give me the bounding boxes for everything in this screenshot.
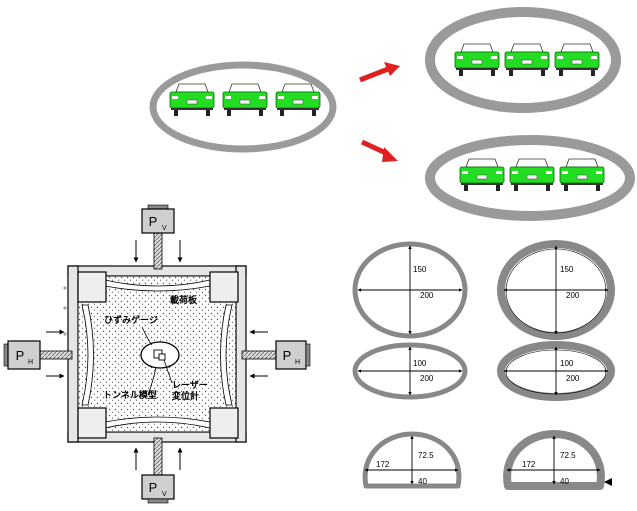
car-icon bbox=[169, 83, 215, 117]
laser-gauge-icon bbox=[153, 349, 166, 361]
svg-text:200: 200 bbox=[566, 291, 580, 300]
car-group-original bbox=[149, 61, 337, 153]
actuator-pv-top: P V bbox=[141, 204, 175, 234]
svg-text:150: 150 bbox=[560, 265, 574, 274]
svg-text:P: P bbox=[283, 348, 292, 363]
svg-text:172: 172 bbox=[376, 460, 390, 469]
pointer-triangle-icon bbox=[604, 478, 612, 486]
svg-text:150: 150 bbox=[413, 265, 427, 274]
svg-text:V: V bbox=[162, 225, 167, 232]
svg-text:72.5: 72.5 bbox=[560, 451, 576, 460]
actuator-ph-left: P H bbox=[3, 340, 41, 370]
loading-apparatus: P V P V P H P H bbox=[3, 204, 311, 504]
car-icon bbox=[459, 158, 505, 192]
section-ellipse-100-varied: 100 200 bbox=[497, 341, 615, 401]
car-icon bbox=[454, 43, 500, 77]
svg-text:P: P bbox=[149, 480, 158, 495]
car-icon bbox=[554, 43, 600, 77]
svg-text:200: 200 bbox=[566, 374, 580, 383]
svg-text:100: 100 bbox=[560, 359, 574, 368]
red-arrow-lower bbox=[360, 139, 398, 162]
section-ellipse-150-varied: 150 200 bbox=[497, 240, 615, 340]
label-loading-plate: 載荷板 bbox=[170, 294, 198, 305]
section-ellipse-100-uniform: 100 200 bbox=[352, 342, 468, 400]
car-group-deformed-bottom bbox=[425, 135, 635, 221]
svg-text:40: 40 bbox=[418, 477, 427, 486]
svg-text:200: 200 bbox=[420, 291, 434, 300]
car-icon bbox=[275, 83, 321, 117]
car-icon bbox=[509, 158, 555, 192]
loading-plate-left bbox=[81, 304, 94, 406]
loading-plate-right bbox=[220, 304, 233, 406]
svg-text:H: H bbox=[28, 359, 33, 366]
red-arrow-upper bbox=[359, 62, 400, 83]
car-group-deformed-top bbox=[425, 7, 621, 113]
label-strain-gauge: ひずみゲージ bbox=[104, 314, 158, 325]
wall-ticks bbox=[63, 286, 67, 336]
svg-text:100: 100 bbox=[413, 359, 427, 368]
car-icon bbox=[504, 43, 550, 77]
svg-text:P: P bbox=[149, 214, 158, 229]
svg-text:V: V bbox=[162, 491, 167, 498]
svg-text:P: P bbox=[16, 348, 25, 363]
section-horseshoe-varied: 72.5 172 40 bbox=[503, 430, 612, 490]
car-icon bbox=[222, 83, 268, 117]
label-laser-line1: レーザー bbox=[172, 380, 208, 390]
svg-text:200: 200 bbox=[420, 374, 434, 383]
label-tunnel-model: トンネル模型 bbox=[103, 389, 157, 400]
svg-text:H: H bbox=[295, 359, 300, 366]
actuator-ph-right: P H bbox=[275, 340, 311, 370]
svg-text:40: 40 bbox=[560, 477, 569, 486]
svg-text:172: 172 bbox=[522, 460, 536, 469]
section-ellipse-150-uniform: 150 200 bbox=[352, 241, 468, 339]
car-icon bbox=[559, 158, 605, 192]
section-horseshoe-uniform: 72.5 172 40 bbox=[362, 431, 462, 489]
pressure-arrows bbox=[46, 240, 268, 470]
svg-text:72.5: 72.5 bbox=[418, 451, 434, 460]
actuator-pv-bottom: P V bbox=[141, 474, 175, 504]
label-laser-line2: 変位計 bbox=[172, 390, 199, 401]
